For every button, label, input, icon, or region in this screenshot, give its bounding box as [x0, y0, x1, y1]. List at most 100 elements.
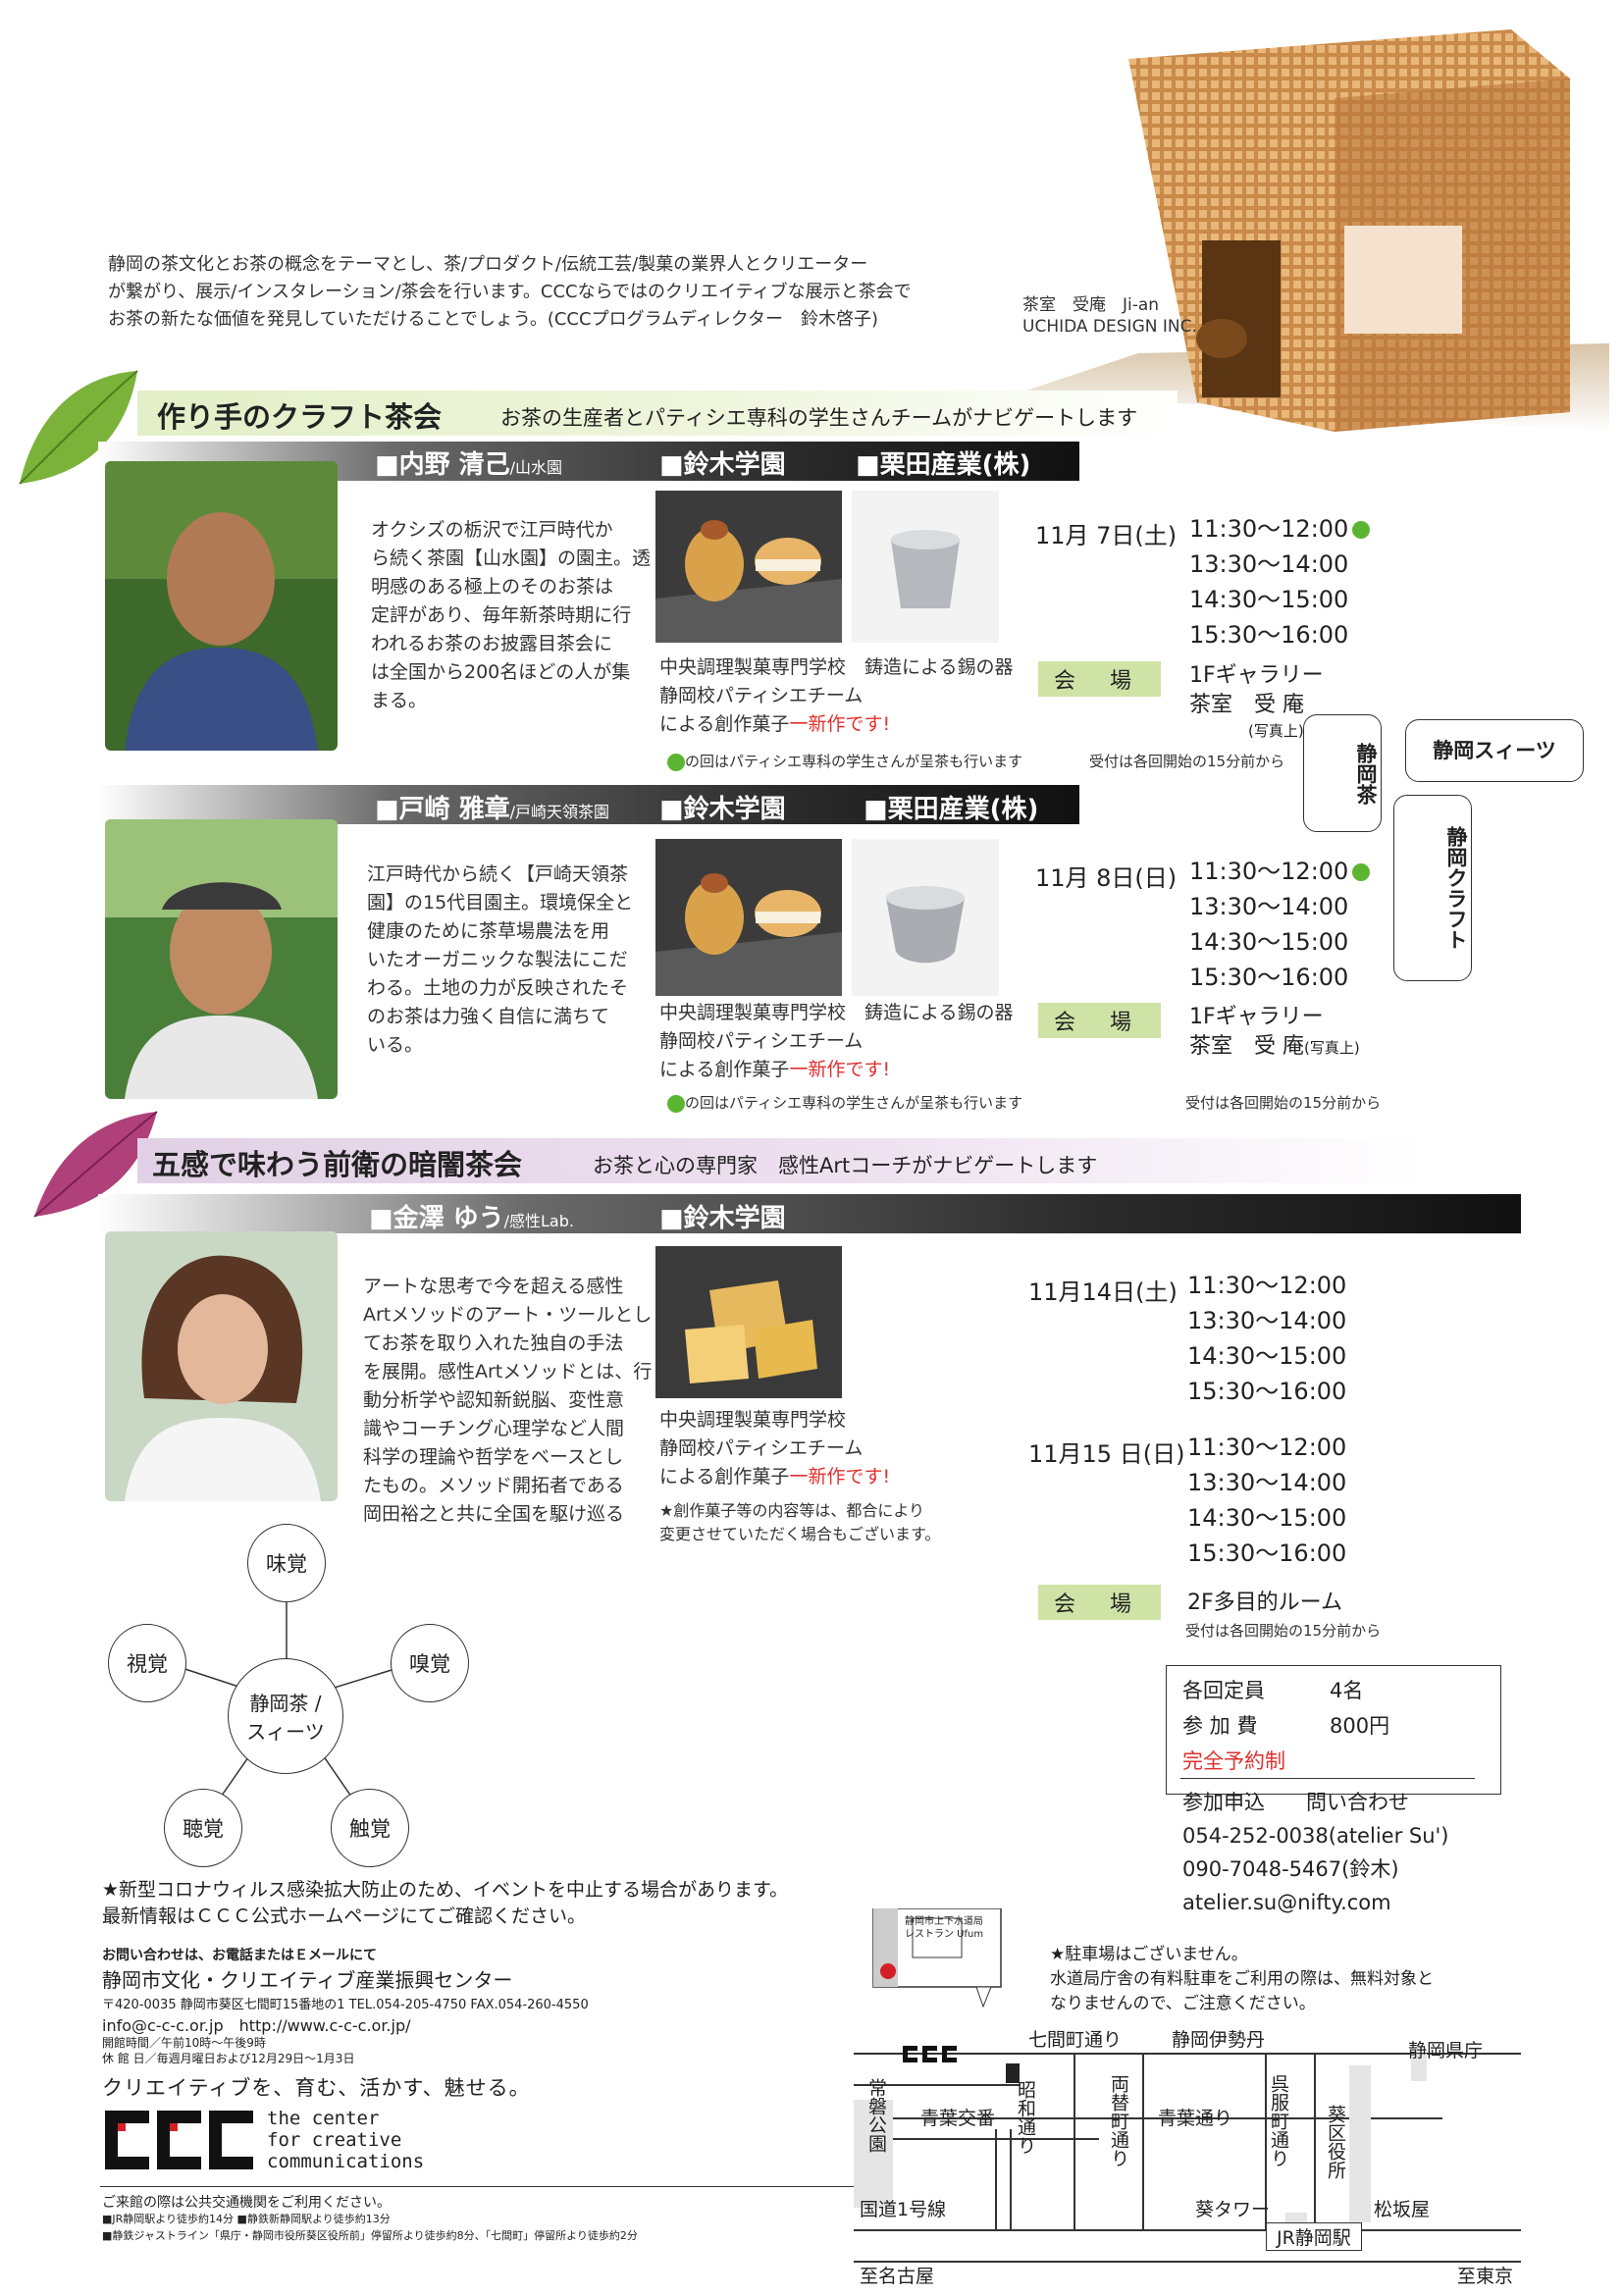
map-gofuku: 呉服町通り — [1268, 2074, 1289, 2167]
booking-contact: 参加申込 問い合わせ 054-252-0038(atelier Su') 090… — [1182, 1786, 1448, 1919]
sweets-school: 中央調理製菓専門学校 — [659, 1409, 847, 1431]
session2-date: 11月 8日(日) — [1035, 864, 1178, 892]
sweets-team: 静岡校パティシエチーム — [659, 685, 864, 706]
session1-note: の回はパティシエ専科の学生さんが呈茶も行います — [663, 751, 1022, 771]
sense-sight: 視覚 — [108, 1624, 186, 1702]
session3-bio-line: 岡田裕之と共に全国を駆け巡る — [363, 1503, 625, 1525]
session2-partner2: ■栗田産業(株) — [864, 795, 1039, 824]
session2-bio-line: いたオーガニックな製法にこだ — [367, 949, 628, 970]
session3-date1: 11月14日(土) — [1028, 1278, 1178, 1306]
map-matsuzakaya: 松坂屋 — [1374, 2199, 1431, 2220]
transit-line2: ■静鉄ジャストライン「県庁・静岡市役所葵区役所前」停留所より徒歩約8分、「七間町… — [102, 2229, 638, 2242]
session2-partner1: ■鈴木学園 — [659, 795, 786, 824]
hero-tearoom-image — [1021, 29, 1609, 432]
footer-closed: 休 館 日／毎週月曜日および12月29日～1月3日 — [102, 2052, 355, 2065]
session2-bio-line: 健康のために茶草場農法を用 — [367, 920, 610, 942]
intro-line1: 静岡の茶文化とお茶の概念をテーマとし、茶/プロダクト/伝統工芸/製菓の業界人とク… — [108, 254, 868, 275]
session3-partner1: ■鈴木学園 — [659, 1204, 786, 1233]
map-showa: 昭和通り — [1015, 2080, 1036, 2155]
portrait-kanazawa — [105, 1231, 338, 1501]
ccc-logo-text: the center for creative communications — [267, 2108, 424, 2172]
apply-label: 参加申込 問い合わせ — [1182, 1791, 1409, 1814]
map-to-tokyo: 至東京 — [1457, 2266, 1514, 2287]
tin-cup-image-2 — [852, 839, 999, 996]
sweets-new: 一新作です! — [789, 1059, 891, 1080]
map-inset-labels: 静岡市上下水道局 レストラン Ufum — [905, 1915, 983, 1941]
session2-venue-label: 会 場 — [1038, 1003, 1161, 1038]
tag-shizuoka-tea: 静岡茶 — [1303, 714, 1382, 832]
contact-email[interactable]: atelier.su@nifty.com — [1182, 1891, 1391, 1914]
sweets-desc: による創作菓子 — [659, 1059, 790, 1080]
session2-note: の回はパティシエ専科の学生さんが呈茶も行います — [663, 1092, 1022, 1113]
sweets-desc: による創作菓子 — [659, 713, 790, 735]
footer-tagline: クリエイティブを、育む、活かす、魅せる。 — [102, 2076, 531, 2100]
portrait-uchino — [105, 461, 338, 751]
fee-label: 参 加 費 — [1182, 1714, 1258, 1738]
tag-shizuoka-sweets: 静岡スィーツ — [1405, 719, 1584, 782]
green-dot-icon — [1352, 863, 1371, 881]
map-shichiken: 七間町通り — [1028, 2029, 1123, 2051]
sweets-note-line: ★創作菓子等の内容等は、都合により — [659, 1501, 925, 1520]
sense-center: 静岡茶 / スィーツ — [228, 1658, 343, 1774]
time-slot: 13:30～14:00 — [1189, 550, 1349, 578]
session1-partner1: ■鈴木学園 — [659, 450, 786, 480]
green-leaf-icon — [19, 370, 138, 485]
portrait-tozaki — [105, 819, 338, 1099]
capacity-value: 4名 — [1330, 1679, 1364, 1702]
map-route1: 国道1号線 — [860, 2199, 947, 2220]
session1-partner2: ■栗田産業(株) — [856, 450, 1031, 480]
session2-person-name: ■戸崎 雅章 — [375, 795, 510, 824]
reservation-only: 完全予約制 — [1182, 1749, 1285, 1773]
session2-note-text: の回はパティシエ専科の学生さんが呈茶も行います — [685, 1094, 1023, 1112]
venue-line: 茶室 受 庵 — [1189, 1034, 1304, 1059]
inset-shop: レストラン Ufum — [905, 1929, 984, 1940]
sense-touch: 触覚 — [331, 1789, 409, 1867]
map-aoi-ku: 葵区役所 — [1325, 2105, 1346, 2179]
covid-notice: ★新型コロナウィルス感染拡大防止のため、イベントを中止する場合があります。 最新… — [102, 1877, 788, 1930]
session3-header-bar — [98, 1194, 1521, 1233]
session1-bio-line: は全国から200名ほどの人が集 — [371, 661, 631, 683]
fee-value: 800円 — [1330, 1714, 1390, 1738]
sweets-new: 一新作です! — [789, 713, 891, 735]
map-aoba: 青葉通り — [1158, 2108, 1233, 2129]
session3-person-org: /感性Lab. — [503, 1212, 574, 1230]
section2-subtitle: お茶と心の専門家 感性Artコーチがナビゲートします — [593, 1154, 1098, 1177]
inset-label: 静岡市上下水道局 — [905, 1916, 983, 1927]
phone-2[interactable]: 090-7048-5467(鈴木) — [1182, 1857, 1399, 1881]
session1-bio-line: 定評があり、毎年新茶時期に行 — [371, 604, 632, 626]
phone-1[interactable]: 054-252-0038(atelier Su') — [1182, 1824, 1449, 1848]
tin-caption: 鋳造による錫の器 — [864, 656, 1014, 678]
ccc-logo-icon — [105, 2111, 253, 2169]
session2-reception: 受付は各回開始の15分前から — [1185, 1094, 1382, 1112]
time-slot: 15:30～16:00 — [1187, 1539, 1347, 1567]
footer-web[interactable]: info@c-c-c.or.jp http://www.c-c-c.or.jp/ — [102, 2016, 411, 2035]
venue-note: (写真上) — [1304, 1039, 1360, 1057]
intro-line2: が繋がり、展示/インスタレーション/茶会を行います。CCCならではのクリエイティ… — [108, 282, 912, 302]
green-dot-icon — [667, 1094, 685, 1113]
time-slot: 14:30～15:00 — [1187, 1504, 1347, 1532]
footer-address: 〒420-0035 静岡市葵区七間町15番地の1 TEL.054-205-475… — [102, 1998, 589, 2012]
parking-line3: なりませんので、ご注意ください。 — [1050, 1994, 1316, 2013]
session2-bio-line: 江戸時代から続く【戸崎天領茶 — [367, 863, 629, 885]
section2-bar — [137, 1138, 1423, 1183]
session3-reception: 受付は各回開始の15分前から — [1185, 1622, 1382, 1640]
session3-bio-line: てお茶を取り入れた独自の手法 — [363, 1332, 624, 1354]
transit-head: ご来館の際は公共交通機関をご利用ください。 — [102, 2195, 391, 2211]
session3-bio-line: 識やコーチング心理学など人間 — [363, 1418, 625, 1439]
time-slot: 13:30～14:00 — [1187, 1469, 1347, 1496]
session3-date2: 11月15 日(日) — [1028, 1440, 1185, 1468]
map-isetan: 静岡伊勢丹 — [1172, 2029, 1266, 2051]
session3-bio-line: 科学の理論や哲学をベースとし — [363, 1446, 624, 1468]
session3-times1: 11:30～12:00 13:30～14:00 14:30～15:00 15:3… — [1187, 1268, 1346, 1409]
session1-bio-line: 明感のある極上のそのお茶は — [371, 576, 614, 598]
session2-venue: 1Fギャラリー 茶室 受 庵(写真上) — [1189, 1003, 1360, 1063]
session3-bio-line: たもの。メソッド開拓者である — [363, 1475, 624, 1496]
session2-bio-line: 園】の15代目園主。環境保全と — [367, 892, 634, 913]
session1-bio: オクシズの栃沢で江戸時代か ら続く茶園【山水園】の園主。透 明感のある極上のその… — [371, 516, 651, 715]
logo-text-line: for creative — [267, 2129, 402, 2151]
time-slot: 15:30～16:00 — [1189, 964, 1349, 991]
section1-title: 作り手のクラフト茶会 — [157, 400, 443, 434]
hero-caption-line2: UCHIDA DESIGN INC. — [1022, 317, 1197, 337]
session3-bio-line: アートな思考で今を超える感性 — [363, 1276, 624, 1297]
session3-bio: アートな思考で今を超える感性 Artメソッドのアート・ツールとし てお茶を取り入… — [363, 1273, 652, 1529]
